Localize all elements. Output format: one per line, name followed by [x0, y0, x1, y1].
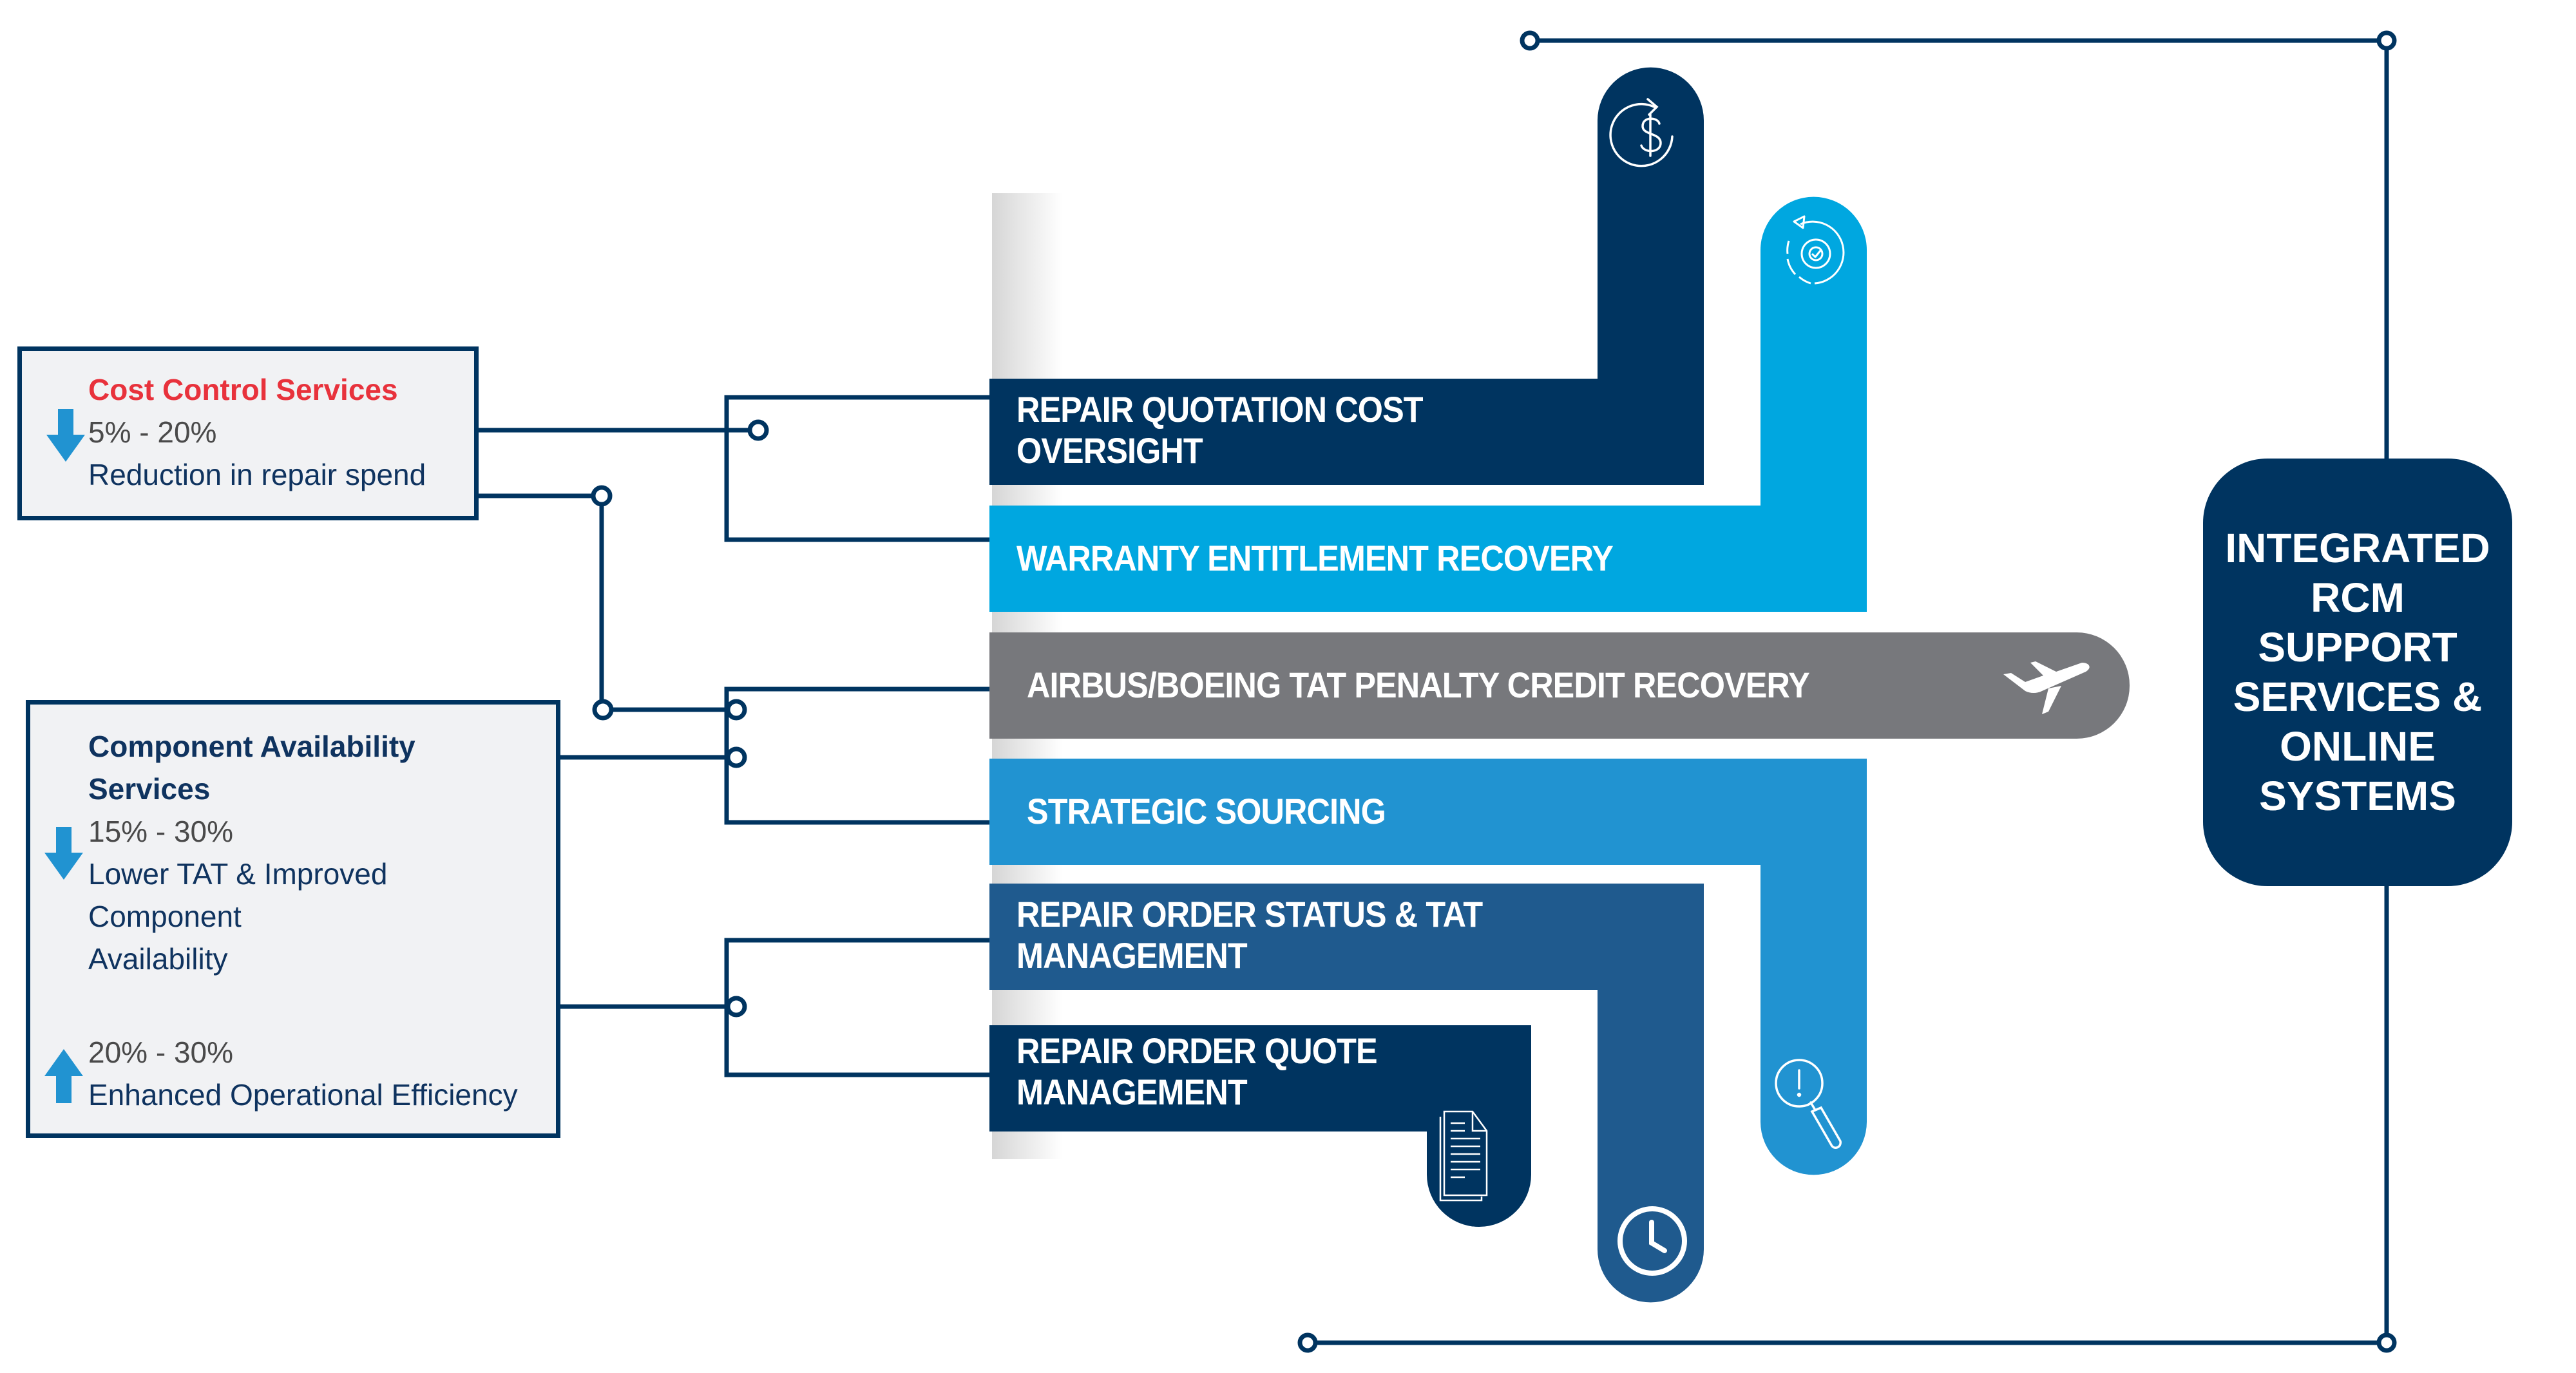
metric-range: 20% - 30% — [88, 1036, 234, 1069]
component-availability-card: Component Availability Services 15% - 30… — [26, 700, 560, 1138]
cost-line-2 — [468, 493, 736, 712]
service-label: REPAIR ORDER QUOTE MANAGEMENT — [1016, 1030, 1378, 1112]
service-label: REPAIR ORDER STATUS & TAT MANAGEMENT — [1016, 894, 1483, 976]
connector-node — [2376, 1332, 2397, 1353]
card-title: Cost Control Services — [88, 373, 398, 406]
connector-node — [591, 485, 613, 507]
connector-node — [2376, 30, 2397, 51]
clock-icon — [1617, 1206, 1687, 1276]
service-label: STRATEGIC SOURCING — [1027, 791, 1386, 831]
integrated-rcm-hub: INTEGRATED RCM SUPPORT SERVICES & ONLINE… — [2203, 459, 2512, 886]
arrow-down-icon — [46, 409, 85, 462]
magnifier-alert-icon — [1775, 1059, 1842, 1149]
service-bar-ro-quote[interactable]: REPAIR ORDER QUOTE MANAGEMENT — [989, 1025, 1531, 1132]
bracket-mid — [724, 686, 989, 825]
dollar-refresh-icon — [1609, 98, 1674, 167]
bracket-bottom — [724, 938, 989, 1077]
connector-node — [592, 699, 614, 721]
service-bar-warranty[interactable]: WARRANTY ENTITLEMENT RECOVERY — [989, 506, 1867, 612]
airplane-icon — [2003, 661, 2090, 714]
metric-description: Lower TAT & Improved Component Availabil… — [88, 857, 388, 976]
service-bar-ro-status[interactable]: REPAIR ORDER STATUS & TAT MANAGEMENT — [989, 884, 1704, 990]
metric-description: Enhanced Operational Efficiency — [88, 1078, 518, 1112]
connector-node — [725, 699, 747, 721]
hub-label: INTEGRATED RCM SUPPORT SERVICES & ONLINE… — [2225, 525, 2490, 819]
service-label: REPAIR QUOTATION COST OVERSIGHT — [1016, 389, 1424, 471]
service-bar-repair-quotation[interactable]: REPAIR QUOTATION COST OVERSIGHT — [989, 379, 1704, 485]
metric-description: Reduction in repair spend — [88, 458, 426, 491]
card-title: Component Availability Services — [88, 730, 415, 806]
service-bar-strategic-sourcing[interactable]: STRATEGIC SOURCING — [989, 759, 1867, 865]
arrow-down-icon — [44, 827, 83, 880]
connector-node — [1297, 1332, 1318, 1353]
bracket-top — [724, 395, 989, 542]
metric-range: 15% - 30% — [88, 815, 234, 848]
metric-range: 5% - 20% — [88, 415, 217, 449]
gear-check-cycle-icon — [1786, 215, 1845, 285]
connector-node — [747, 419, 769, 441]
arrow-up-icon — [44, 1049, 83, 1103]
connector-node — [1520, 30, 1540, 51]
connector-node — [725, 996, 747, 1018]
document-icon — [1439, 1110, 1488, 1202]
service-label: WARRANTY ENTITLEMENT RECOVERY — [1016, 538, 1614, 578]
service-bar-tat-penalty[interactable]: AIRBUS/BOEING TAT PENALTY CREDIT RECOVER… — [989, 632, 2130, 739]
connector-node — [725, 746, 747, 768]
service-label: AIRBUS/BOEING TAT PENALTY CREDIT RECOVER… — [1027, 665, 1810, 705]
cost-control-card: Cost Control Services 5% - 20% Reduction… — [17, 346, 479, 520]
